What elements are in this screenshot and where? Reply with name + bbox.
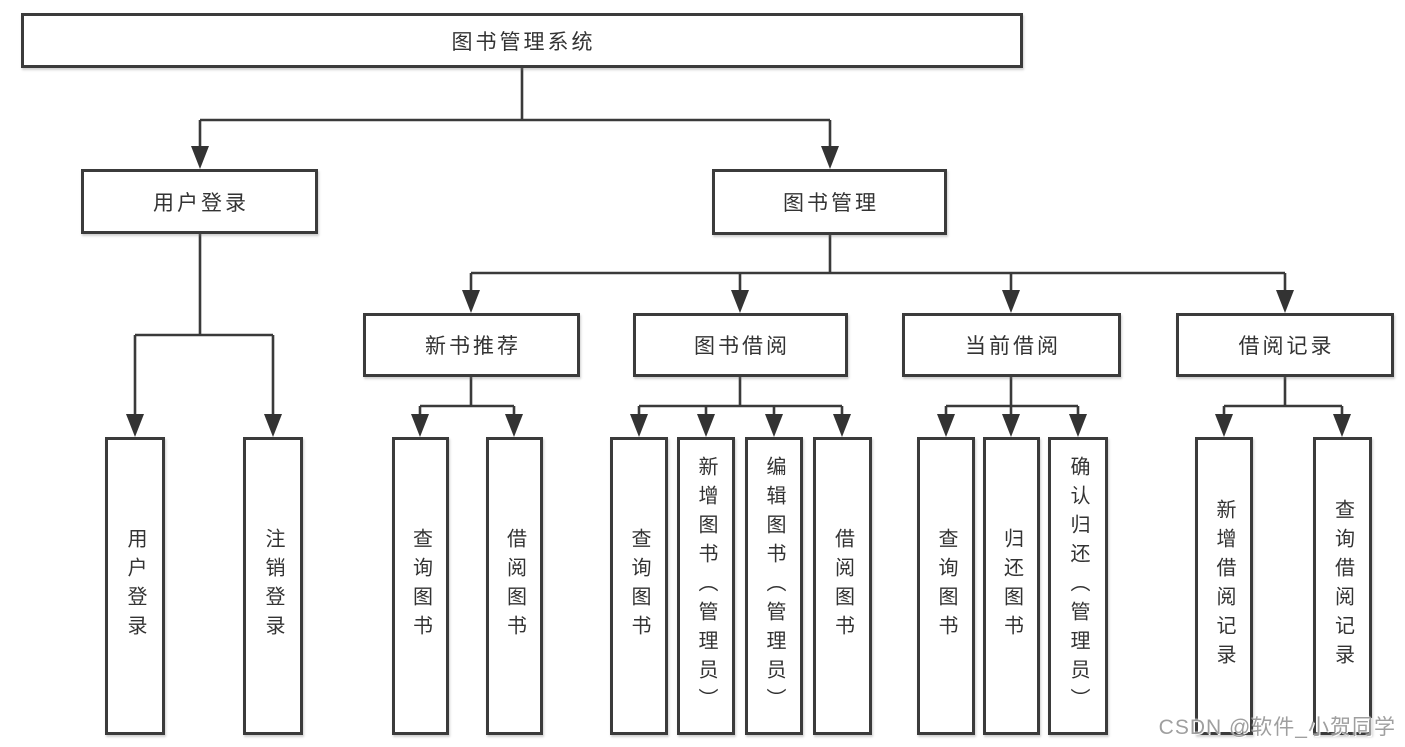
leaf-edit-books-admin-label: 编辑图书（管理员） (763, 455, 785, 717)
arrowhead-icon (1069, 414, 1087, 437)
node-user-login-label: 用户登录 (153, 191, 249, 215)
arrowhead-icon (191, 146, 209, 169)
leaf-add-borrow-record: 新增借阅记录 (1195, 437, 1253, 735)
node-current-borrowing-label: 当前借阅 (965, 335, 1061, 358)
leaf-borrow-books-2-label: 借阅图书 (831, 528, 854, 644)
arrowhead-icon (505, 414, 523, 437)
leaf-confirm-return-admin: 确认归还（管理员） (1048, 437, 1108, 735)
leaf-logout-label: 注销登录 (262, 528, 284, 644)
node-user-login: 用户登录 (81, 169, 318, 234)
node-book-management-label: 图书管理 (783, 192, 879, 215)
connector-lines (133, 68, 1344, 418)
leaf-logout: 注销登录 (243, 437, 303, 735)
leaf-borrow-books-2: 借阅图书 (813, 437, 872, 735)
leaf-add-borrow-record-label: 新增借阅记录 (1213, 499, 1235, 673)
arrowhead-icon (1333, 414, 1351, 437)
csdn-watermark: CSDN @软件_小贺同学 (1158, 716, 1396, 739)
arrowhead-icon (1215, 414, 1233, 437)
leaf-query-books-2-label: 查询图书 (628, 528, 650, 644)
node-borrowing-records-label: 借阅记录 (1238, 335, 1335, 358)
arrowhead-icon (937, 414, 955, 437)
arrowhead-icon (462, 290, 480, 313)
node-root-label: 图书管理系统 (451, 30, 596, 54)
leaf-user-login: 用户登录 (105, 437, 165, 735)
leaf-query-books-3: 查询图书 (917, 437, 975, 735)
node-book-borrowing-label: 图书借阅 (694, 335, 790, 358)
leaf-query-books-1: 查询图书 (392, 437, 449, 735)
leaf-return-books-label: 归还图书 (1000, 528, 1023, 644)
arrowhead-icon (264, 414, 282, 437)
arrowhead-icon (821, 146, 839, 169)
leaf-add-books-admin: 新增图书（管理员） (677, 437, 735, 735)
arrowhead-icon (1002, 414, 1020, 437)
leaf-user-login-label: 用户登录 (124, 528, 146, 644)
node-current-borrowing: 当前借阅 (902, 313, 1121, 377)
arrowhead-icon (833, 414, 851, 437)
leaf-borrow-books-1: 借阅图书 (486, 437, 543, 735)
leaf-query-borrow-record: 查询借阅记录 (1313, 437, 1372, 735)
node-root: 图书管理系统 (21, 13, 1023, 68)
node-book-borrowing: 图书借阅 (633, 313, 848, 377)
leaf-add-books-admin-label: 新增图书（管理员） (695, 455, 717, 717)
node-book-management: 图书管理 (712, 169, 947, 235)
node-new-book-recommend: 新书推荐 (363, 313, 580, 377)
leaf-borrow-books-1-label: 借阅图书 (503, 528, 526, 644)
leaf-confirm-return-admin-label: 确认归还（管理员） (1067, 455, 1089, 717)
arrowhead-icon (765, 414, 783, 437)
leaf-edit-books-admin: 编辑图书（管理员） (745, 437, 803, 735)
arrowhead-icon (411, 414, 429, 437)
arrowhead-icon (1002, 290, 1020, 313)
leaf-query-books-1-label: 查询图书 (409, 528, 432, 644)
leaf-return-books: 归还图书 (983, 437, 1040, 735)
arrowhead-icon (731, 290, 749, 313)
leaf-query-books-3-label: 查询图书 (935, 528, 957, 644)
node-borrowing-records: 借阅记录 (1176, 313, 1394, 377)
arrowhead-icon (126, 414, 144, 437)
arrowhead-icon (697, 414, 715, 437)
leaf-query-borrow-record-label: 查询借阅记录 (1331, 499, 1354, 673)
arrowhead-icon (630, 414, 648, 437)
leaf-query-books-2: 查询图书 (610, 437, 668, 735)
arrowhead-icon (1276, 290, 1294, 313)
node-new-book-recommend-label: 新书推荐 (425, 335, 521, 358)
